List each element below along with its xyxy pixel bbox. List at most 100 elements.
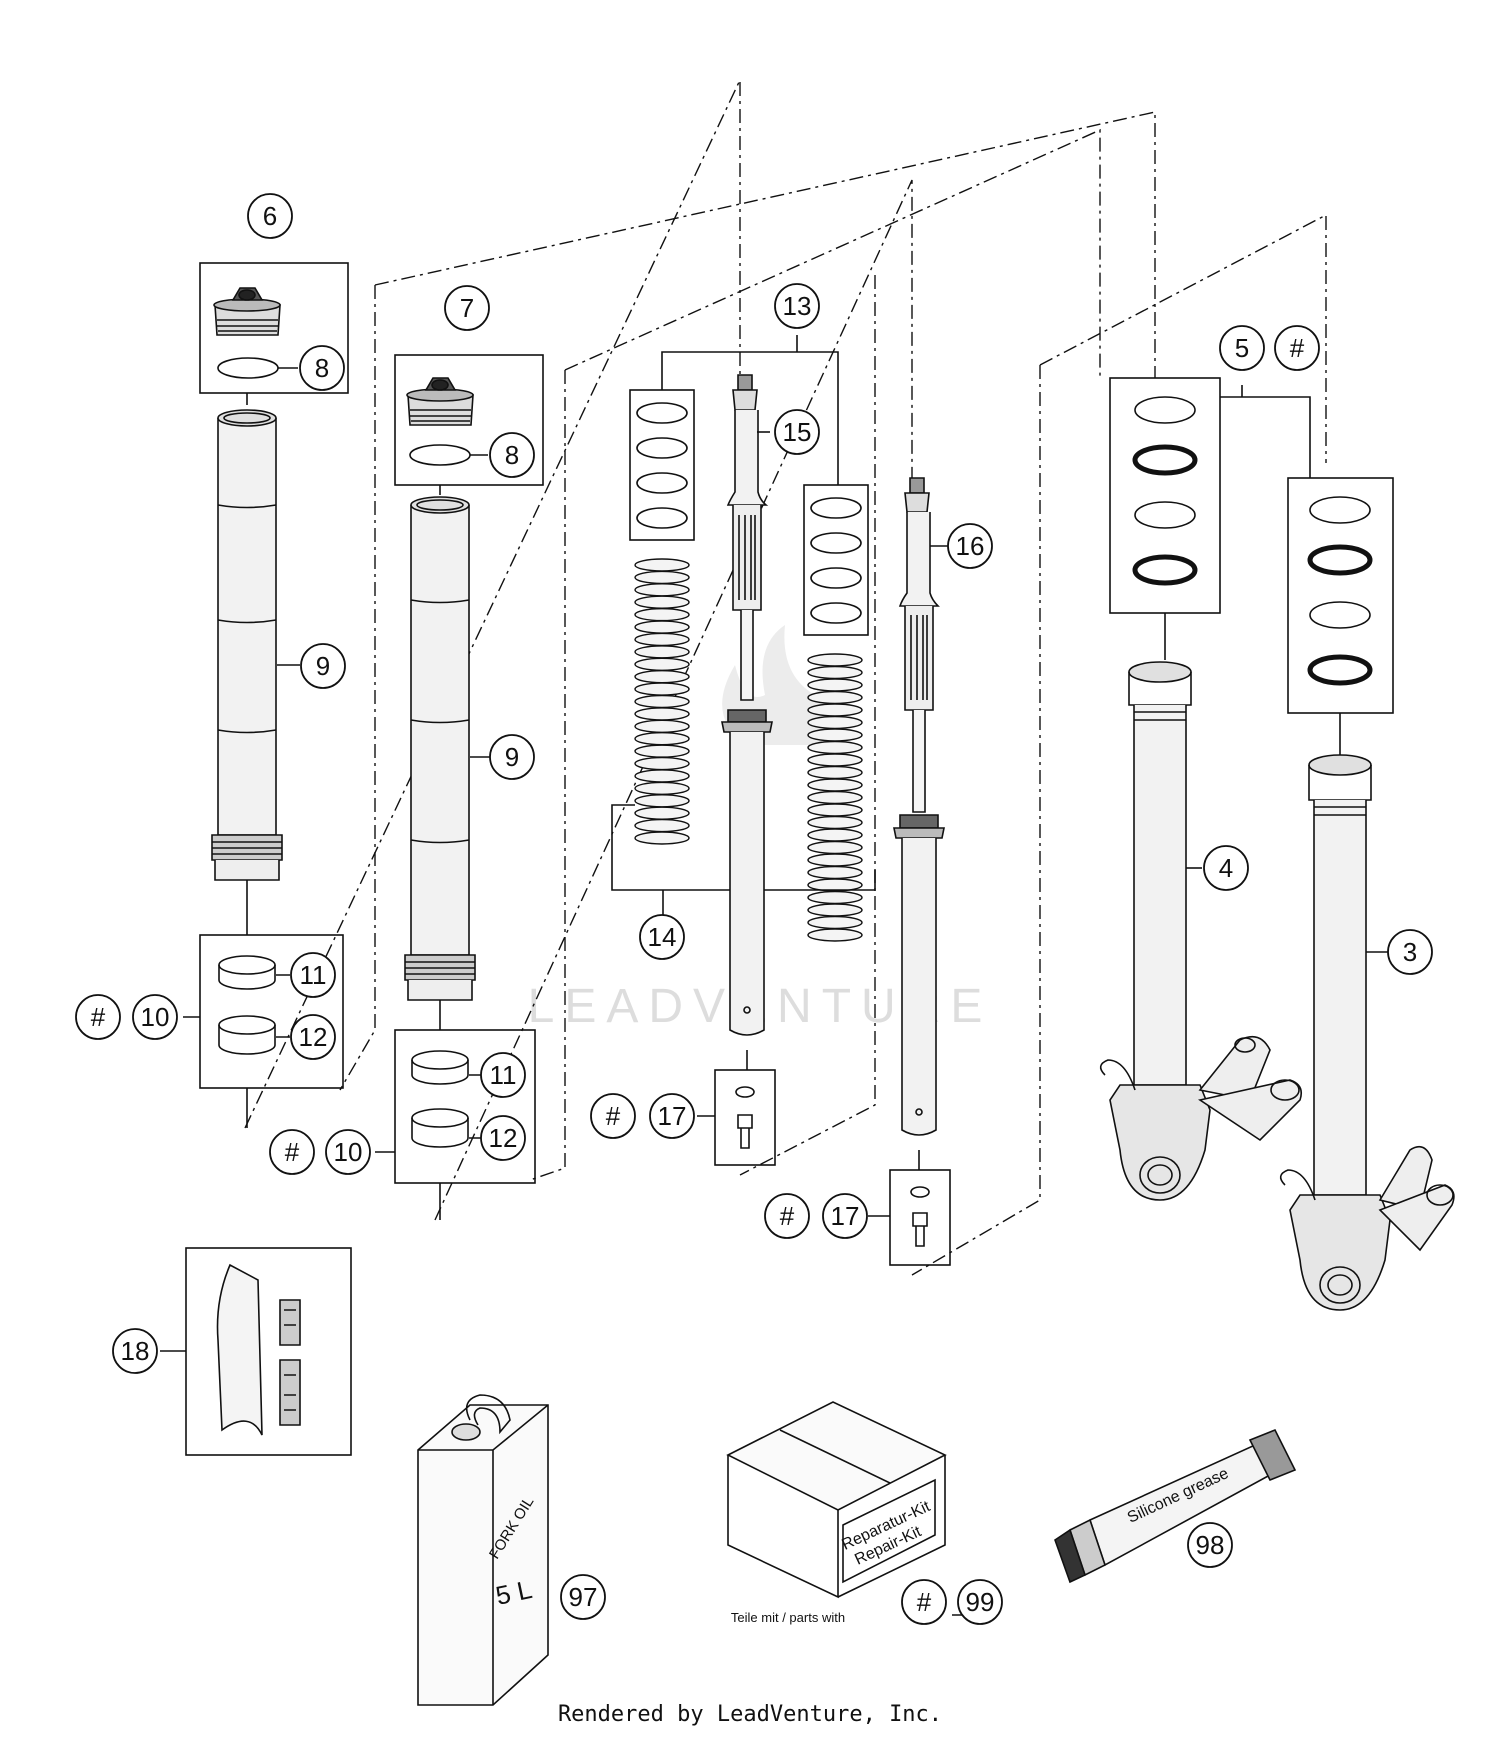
callout-circle-c12a [290, 1014, 336, 1060]
callout-circle-c13 [774, 283, 820, 329]
spring-coil [634, 607, 690, 622]
callout-circle-c7 [444, 285, 490, 331]
spring-coil [807, 790, 863, 805]
inner-fork-leg-3 [1279, 754, 1455, 1311]
callout-circle-c14 [639, 914, 685, 960]
bolt-17b-box [889, 1169, 951, 1266]
callout-circle-h5 [1274, 325, 1320, 371]
spring-coil [807, 815, 863, 830]
callouts: 687899#101112#10111213141516#17#175#4318… [75, 193, 1433, 1625]
callout-label-c12a: 12 [299, 1022, 328, 1052]
spring-coil [807, 678, 863, 692]
callout-circle-h99 [901, 1579, 947, 1625]
spring-coil [634, 632, 690, 647]
render-credit: Rendered by LeadVenture, Inc. [557, 1702, 943, 1727]
spring-coil [807, 928, 863, 942]
spring-14a [634, 558, 690, 845]
inner-fork-leg-4 [1099, 661, 1303, 1201]
spring-coil [634, 707, 690, 721]
outer-tube-9a [211, 409, 283, 881]
spring-coil [634, 744, 690, 758]
callout-circle-c6 [247, 193, 293, 239]
callout-label-c97: 97 [569, 1582, 598, 1612]
callout-circle-h10b [269, 1129, 315, 1175]
decal-18-box [185, 1247, 352, 1456]
callout-label-c17b: 17 [831, 1201, 860, 1231]
spring-coil [634, 558, 690, 572]
spring-coil [634, 657, 690, 671]
callout-circle-c11b [480, 1052, 526, 1098]
damper-cartridge-15 [721, 374, 773, 1036]
callout-label-c98: 98 [1196, 1530, 1225, 1560]
spring-coil [634, 669, 690, 684]
fork-oil-can-97: FORK OIL 5 L [417, 1394, 549, 1706]
spring-coil [807, 915, 863, 930]
spring-coil [634, 570, 690, 585]
callout-label-c16: 16 [956, 531, 985, 561]
cap-6-box [199, 262, 349, 394]
spring-coil [807, 778, 863, 792]
callout-label-c99: 99 [966, 1587, 995, 1617]
callout-circle-c15 [774, 409, 820, 455]
o-ring-8a [217, 357, 279, 379]
callout-label-c3: 3 [1403, 937, 1417, 967]
spring-coil [807, 740, 863, 755]
callout-label-c17a: 17 [658, 1101, 687, 1131]
callout-circle-c11a [290, 952, 336, 998]
seal-kit-box-10b [394, 1029, 536, 1184]
callout-circle-c8b [489, 432, 535, 478]
spring-coil [634, 794, 690, 808]
spring-coil [634, 756, 690, 771]
callout-circle-c12b [480, 1115, 526, 1161]
bolt-17a-box [714, 1069, 776, 1166]
callout-circle-c10b [325, 1129, 371, 1175]
seal-kit-box-10a [199, 934, 344, 1089]
spring-coil [634, 682, 690, 696]
callout-circle-h17a [590, 1093, 636, 1139]
callout-label-c5: 5 [1235, 333, 1249, 363]
outer-tube-9b [404, 496, 476, 1001]
spring-coil [807, 753, 863, 767]
callout-label-h99: # [917, 1587, 932, 1617]
spring-coil [807, 715, 863, 730]
callout-label-h5: # [1290, 333, 1305, 363]
spring-coil [634, 645, 690, 659]
spring-coil [634, 732, 690, 746]
callout-circle-c9a [300, 643, 346, 689]
callout-label-c6: 6 [263, 201, 277, 231]
callout-circle-c10a [132, 994, 178, 1040]
shim-stack-right [803, 484, 869, 636]
spring-coil [634, 769, 690, 783]
spring-coil [634, 806, 690, 820]
callout-label-h17a: # [606, 1101, 621, 1131]
callout-label-c11a: 11 [300, 960, 327, 990]
callout-label-c18: 18 [121, 1336, 150, 1366]
spring-coil [807, 828, 863, 842]
spring-coil [807, 840, 863, 855]
callout-label-c15: 15 [783, 417, 812, 447]
callout-label-c8b: 8 [505, 440, 519, 470]
callout-circle-c17a [649, 1093, 695, 1139]
callout-circle-c4 [1203, 845, 1249, 891]
callout-label-c11b: 11 [490, 1060, 517, 1090]
spring-coil [634, 781, 690, 796]
spring-14b [807, 653, 863, 942]
spring-coil [807, 890, 863, 905]
callout-circle-h17b [764, 1193, 810, 1239]
callout-circle-c16 [947, 523, 993, 569]
seal-kit-box-5b [1287, 477, 1394, 714]
cap-7-box [394, 354, 544, 486]
shim-stack-left [629, 389, 695, 541]
callout-label-c10b: 10 [334, 1137, 363, 1167]
callout-circle-c9b [489, 734, 535, 780]
spring-coil [807, 690, 863, 705]
spring-coil [634, 719, 690, 734]
spring-coil [807, 803, 863, 817]
assembly-lines [244, 79, 1327, 1276]
oil-label-line2: 5 L [493, 1574, 535, 1611]
callout-circle-c18 [112, 1328, 158, 1374]
callout-label-c8a: 8 [315, 353, 329, 383]
callout-label-h10b: # [285, 1137, 300, 1167]
silicone-grease-tube-98: Silicone grease [1054, 1428, 1297, 1584]
